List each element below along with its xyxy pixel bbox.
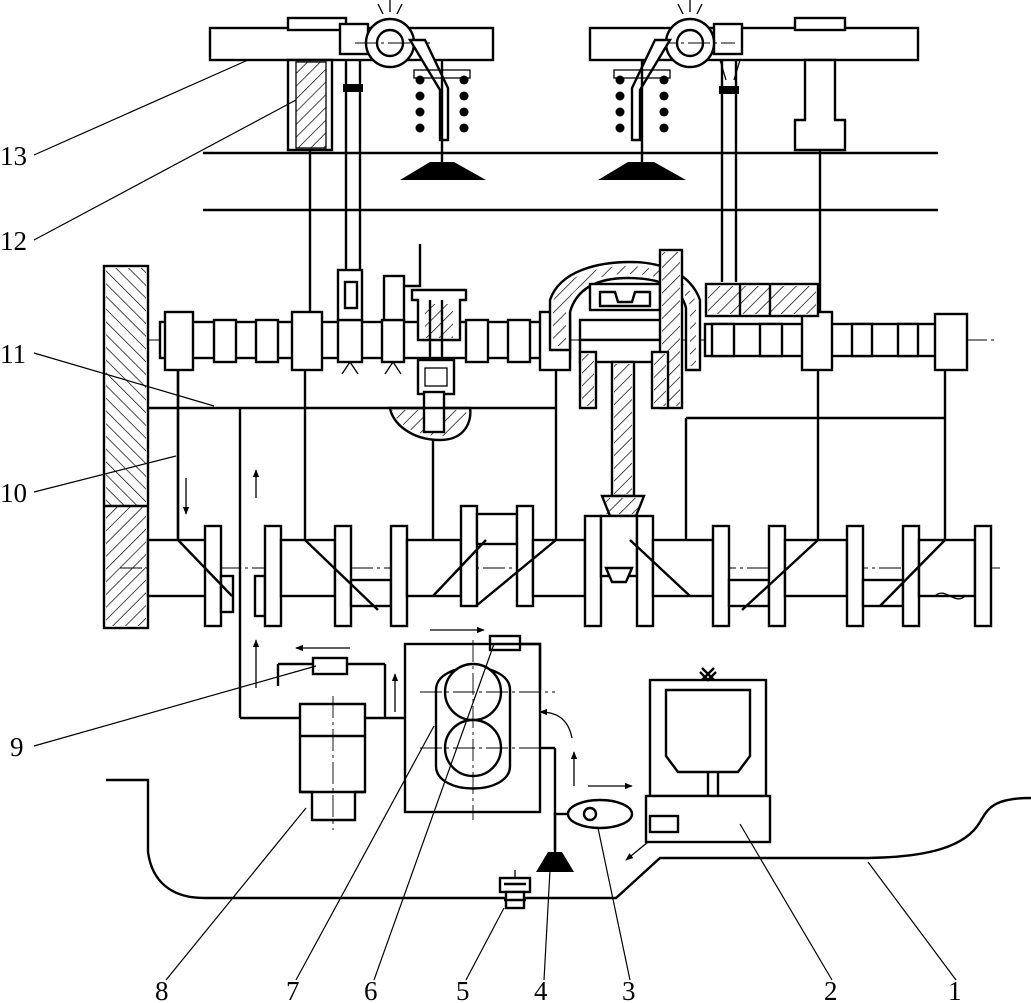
- callout-13: 13: [0, 141, 27, 171]
- oil-sump: [106, 778, 1031, 900]
- flywheel: [102, 264, 150, 630]
- callout-10: 10: [0, 478, 27, 508]
- callout-5: 5: [456, 976, 470, 1003]
- oil-strainer: [536, 812, 574, 872]
- crankshaft: [120, 370, 1000, 628]
- distributor-drive: [388, 288, 472, 540]
- callout-11: 11: [0, 339, 26, 369]
- callout-labels: 13 12 11 10 9 8 7 6 5 4 3 2 1: [0, 141, 962, 1003]
- callout-2: 2: [824, 976, 838, 1003]
- cylinder-head-lines: [203, 151, 938, 212]
- callout-1: 1: [948, 976, 962, 1003]
- callout-12: 12: [0, 226, 27, 256]
- callout-7: 7: [286, 976, 300, 1003]
- gear-housing: [548, 248, 702, 518]
- callout-4: 4: [534, 976, 548, 1003]
- rocker-arm-assembly: [208, 0, 920, 152]
- valve-springs: [400, 60, 686, 180]
- push-rods: [308, 60, 822, 312]
- callout-9: 9: [10, 732, 24, 762]
- timing-block: [704, 282, 820, 318]
- drain-plug: [498, 870, 532, 910]
- callout-6: 6: [364, 976, 378, 1003]
- oil-cooler: [644, 667, 772, 844]
- callout-3: 3: [622, 976, 636, 1003]
- leader-lines: [33, 59, 957, 981]
- callout-8: 8: [155, 976, 169, 1003]
- oil-filter-circuit: [240, 656, 405, 830]
- oil-pump: [403, 634, 557, 850]
- pressure-sensor: [555, 798, 634, 830]
